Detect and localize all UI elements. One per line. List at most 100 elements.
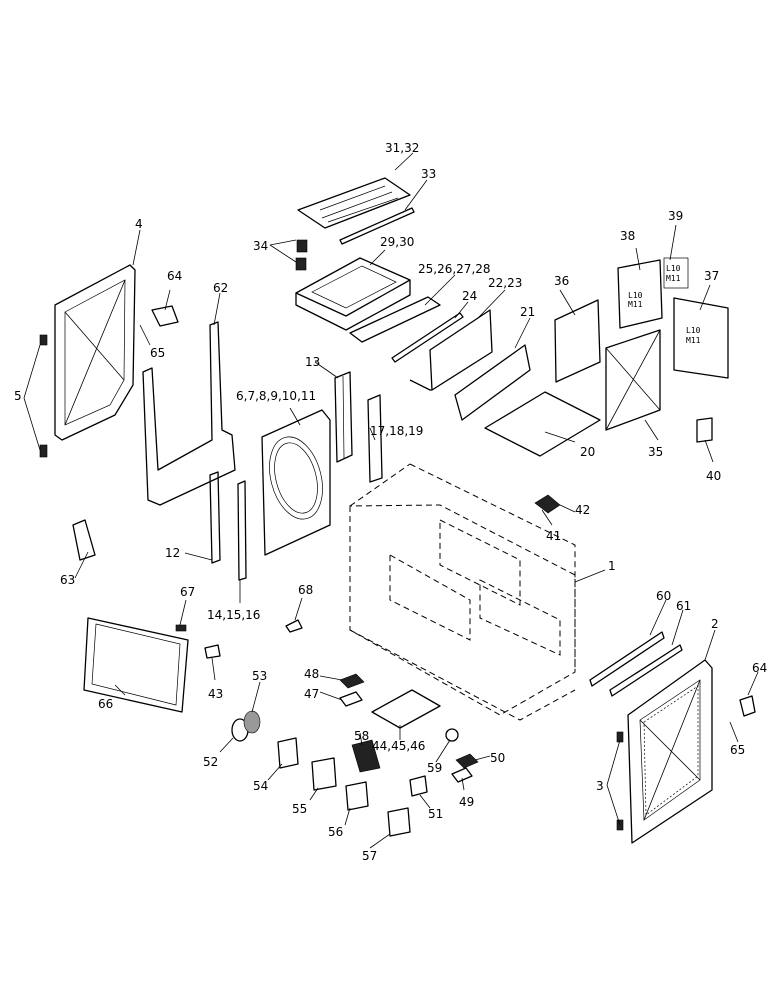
label-59: 59 [427,761,442,775]
label-53: 53 [252,669,267,683]
label-49: 49 [459,795,474,809]
channel-part-21 [454,344,531,421]
label-42: 42 [575,503,590,517]
label-17-19: 17,18,19 [370,424,423,438]
label-25-28: 25,26,27,28 [418,262,491,276]
part-labels: 1 2 3 4 5 6,7,8,9,10,11 12 13 14,15,16 1… [14,141,767,863]
label-43: 43 [208,687,223,701]
label-64-right: 64 [752,661,767,675]
label-33: 33 [421,167,436,181]
label-40: 40 [706,469,721,483]
frame-part-62 [142,321,236,506]
label-39: 39 [668,209,683,223]
label-61: 61 [676,599,691,613]
label-13: 13 [305,355,320,369]
bracket-part-34b [295,257,307,271]
label-5: 5 [14,389,22,403]
plate-part-54 [277,737,299,769]
label-38: 38 [620,229,635,243]
label-36: 36 [554,274,569,288]
top-cover-part [297,177,411,229]
label-56: 56 [328,825,343,839]
label-3: 3 [596,779,604,793]
label-63: 63 [60,573,75,587]
label-48: 48 [304,667,319,681]
bracket-part-63 [72,519,96,561]
plate-part-56 [345,781,369,811]
decal-38-line1: L10 [628,291,643,300]
label-41: 41 [546,529,561,543]
part-51 [409,775,428,797]
part-48 [339,673,365,689]
label-66: 66 [98,697,113,711]
plate-part-40 [696,417,713,443]
part-41-42 [534,494,561,514]
label-58: 58 [354,729,369,743]
part-67 [175,624,187,632]
label-14-16: 14,15,16 [207,608,260,622]
glass-part-37: L10 M11 [673,297,729,379]
label-24: 24 [462,289,477,303]
label-12: 12 [165,546,180,560]
label-31-32: 31,32 [385,141,419,155]
label-68: 68 [298,583,313,597]
part-50 [455,753,479,769]
plate-part-20 [484,391,601,457]
fan-shroud-part [261,409,331,556]
decal-37-line1: L10 [686,326,701,335]
label-47: 47 [304,687,319,701]
plate-part-55 [311,757,337,791]
seal-part-53 [243,710,261,734]
part-43 [204,644,221,659]
plate-part-57 [387,807,411,837]
label-21: 21 [520,305,535,319]
label-34: 34 [253,239,268,253]
channel-part-17 [367,394,383,483]
label-52: 52 [203,755,218,769]
glass-part-38: L10 M11 [617,259,663,329]
window-frame-part-66 [83,617,189,713]
leader-lines [23,152,759,849]
label-29-30: 29,30 [380,235,414,249]
part-49 [451,767,473,783]
part-47 [339,691,363,707]
label-51: 51 [428,807,443,821]
panel-part-22 [409,309,493,391]
label-44-46: 44,45,46 [372,739,425,753]
mirror-part-64b [739,695,756,717]
decal-part-39: L10 M11 [663,257,689,289]
label-35: 35 [648,445,663,459]
channel-part-13 [334,371,353,463]
label-67: 67 [180,585,195,599]
rail-part-61 [609,644,683,697]
strip-part-33 [339,207,415,245]
panel-part-35 [605,329,661,431]
label-2: 2 [711,617,719,631]
right-door-part [616,659,713,844]
label-60: 60 [656,589,671,603]
decal-37-line2: M11 [686,336,701,345]
strip-part-24 [391,312,464,363]
box-part-29 [295,257,411,331]
label-64-left: 64 [167,269,182,283]
left-door-part [39,264,136,458]
pillar-part-12 [209,471,247,581]
decal-38-line2: M11 [628,300,643,309]
mat-part-58 [351,739,381,773]
label-20: 20 [580,445,595,459]
rail-part-60 [589,631,665,687]
window-frame-inner [91,623,181,706]
ring-part-59 [445,728,459,742]
decal-39-line2: M11 [666,274,681,283]
label-50: 50 [490,751,505,765]
panel-part-36 [554,299,601,383]
cab-body-part [349,463,576,721]
label-37: 37 [704,269,719,283]
label-62: 62 [213,281,228,295]
label-1: 1 [608,559,616,573]
panel-part-25 [349,296,441,343]
label-6-11: 6,7,8,9,10,11 [236,389,316,403]
label-55: 55 [292,802,307,816]
label-65-left: 65 [150,346,165,360]
